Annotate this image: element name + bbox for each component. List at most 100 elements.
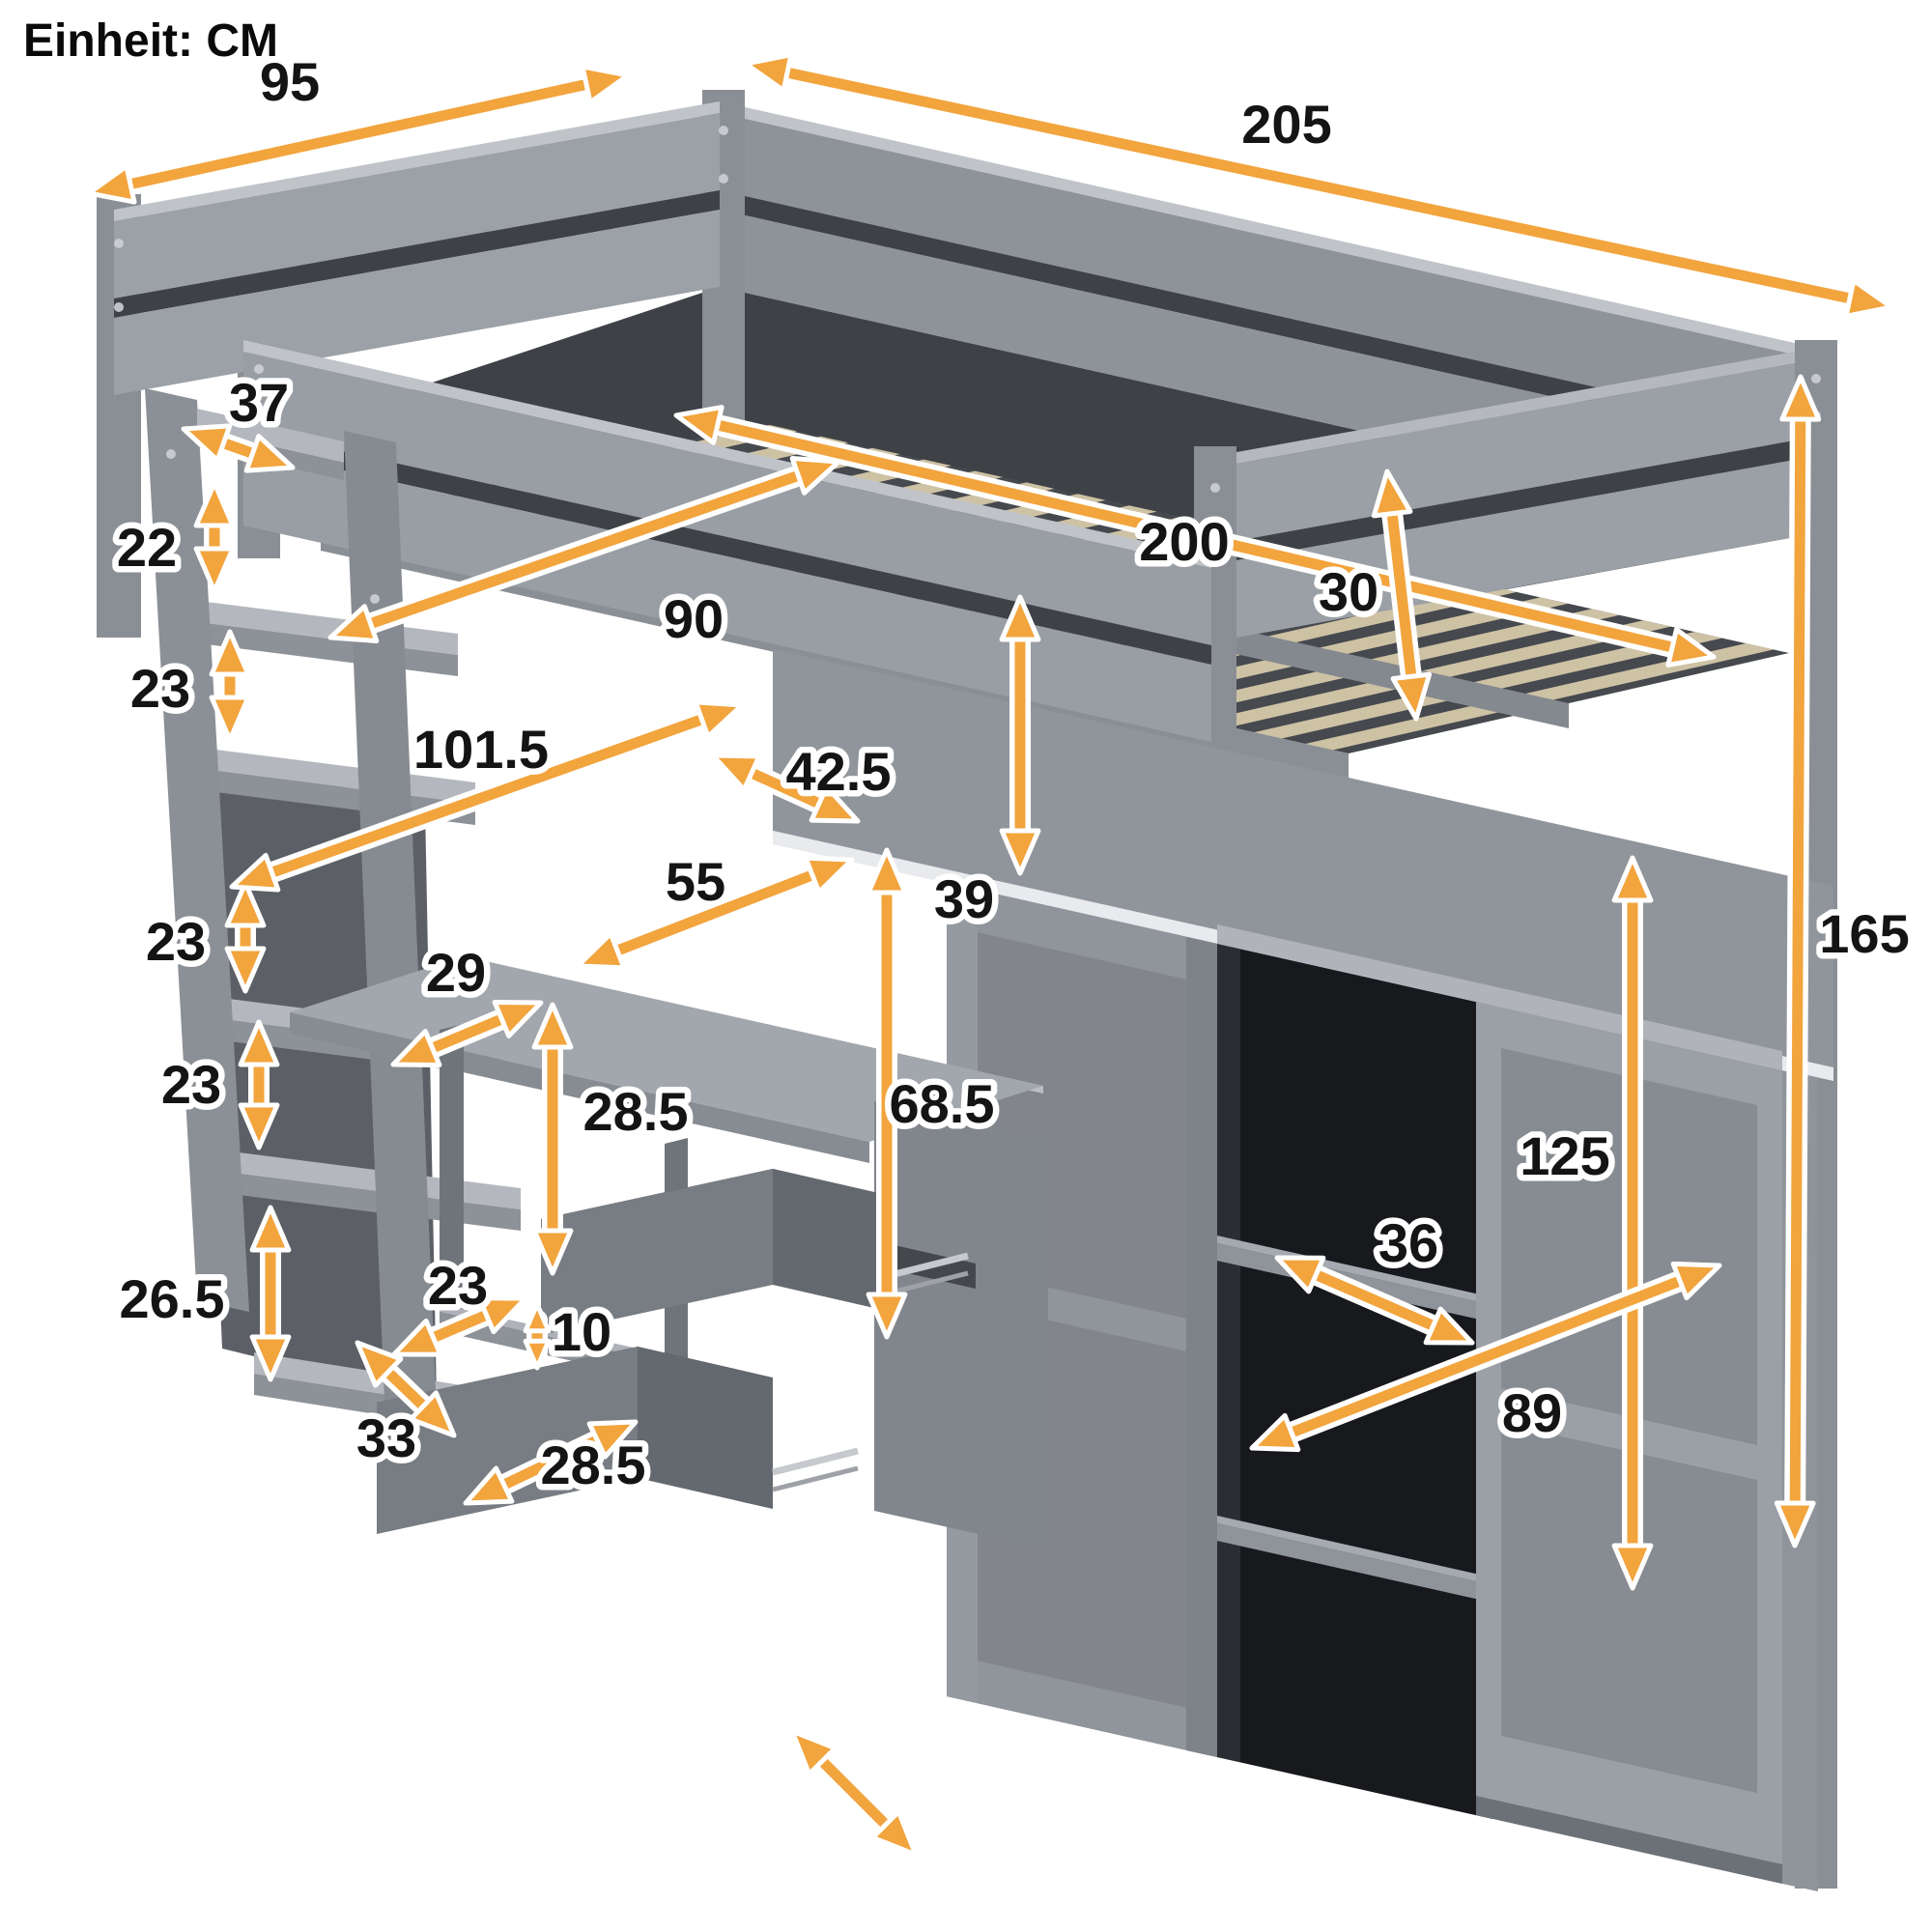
drawer-front [377, 1347, 638, 1534]
dimension-arrow-d10 [523, 1301, 552, 1371]
dim-label-10: 10 [552, 1301, 611, 1362]
rail-plank [1215, 456, 1816, 641]
dimension-arrow-d39 [999, 594, 1041, 876]
arrow-part [238, 1019, 280, 1067]
arrow-part [1274, 1255, 1326, 1294]
arrow-part [575, 930, 627, 971]
rail-top-edge [243, 340, 1211, 568]
arrow-part [693, 699, 745, 740]
rail-gap [114, 190, 720, 318]
arrow-part [1670, 1261, 1722, 1301]
dim-label-23-drawer: 23 [428, 1255, 488, 1316]
arrow-part [586, 1419, 639, 1460]
dimension-arrow-d23-shelf-1 [209, 629, 251, 743]
drawer-slide-rail [772, 1465, 859, 1492]
rail-plank [114, 113, 720, 298]
dim-label-89: 89 [1502, 1382, 1562, 1443]
arrow-part [486, 1428, 615, 1497]
door-panel-lower [1501, 1423, 1757, 1793]
arrow-part [999, 594, 1041, 642]
arrow-part [1298, 1263, 1451, 1338]
drawer-upper [541, 1169, 969, 1335]
dim-label-22: 22 [117, 517, 177, 578]
dimension-arrow-d30 [1371, 469, 1433, 722]
dimension-arrow-d89 [1249, 1261, 1722, 1453]
dim-label-23-shelf-3: 23 [161, 1054, 221, 1115]
arrow-part [238, 1102, 280, 1151]
dim-label-42-5: 42.5 [786, 741, 892, 802]
dimension-arrow-d23-shelf-3 [238, 1019, 280, 1151]
desk-top [290, 956, 1043, 1142]
arrow-part [1390, 671, 1433, 722]
dim-label-90: 90 [664, 588, 724, 649]
arrow-part [806, 1745, 902, 1841]
arrow-part [1423, 1306, 1475, 1346]
arrow-part [1384, 496, 1419, 695]
screw [166, 449, 176, 459]
dimension-arrow-d125 [1611, 855, 1654, 1591]
wardrobe-stile [1186, 937, 1217, 1757]
dim-label-165: 165 [1819, 903, 1909, 964]
dimension-arrows [86, 52, 1894, 1858]
fascia-board [773, 649, 1833, 1067]
dimension-arrow-d68-5 [866, 847, 908, 1340]
arrow-part [249, 1205, 292, 1253]
rail-top-edge [1215, 348, 1816, 468]
arrow-part [1779, 374, 1822, 422]
arrow-part [789, 1728, 838, 1776]
drawer-front [541, 1169, 773, 1335]
dimension-arrow-d95 [86, 64, 631, 205]
arrow-part [492, 1000, 544, 1038]
foot-end-rail [1215, 348, 1816, 641]
dimension-arrow-d37 [181, 423, 296, 473]
drawer-side [773, 1169, 891, 1312]
unit-note-label: Einheit: CM [23, 15, 278, 67]
rail-gap [1215, 437, 1816, 564]
dim-label-29: 29 [426, 942, 486, 1003]
wardrobe-opening [1217, 944, 1492, 1819]
rail-top-edge [114, 101, 720, 221]
dim-label-101-5: 101.5 [413, 719, 549, 780]
drawer-slide-rail [772, 1447, 859, 1476]
dimension-arrow-d165 [1774, 374, 1822, 1548]
arrow-part [523, 1338, 552, 1371]
arrow-part [531, 1228, 574, 1276]
ladder-rail-left [145, 388, 249, 1312]
dim-label-205: 205 [1241, 94, 1331, 155]
dim-label-37: 37 [229, 372, 289, 433]
arrow-part [390, 1029, 442, 1067]
dim-label-28-5-drawer: 28.5 [541, 1435, 646, 1495]
screw [719, 126, 728, 135]
dimension-arrow-d23-shelf-2 [224, 880, 267, 994]
dim-label-23-shelf-2: 23 [146, 911, 206, 972]
arrow-part [710, 753, 762, 792]
arrow-part [112, 75, 605, 193]
wardrobe-shelf-top [1217, 1516, 1492, 1585]
wardrobe-rail-top [947, 883, 1217, 986]
dimension-labels: Einheit: CM 95 205 37 22 23 23 23 26.5 1… [23, 15, 1916, 1502]
dimension-arrow-d26-5 [249, 1205, 292, 1382]
arrow-part [327, 604, 380, 643]
rail-gap [243, 429, 1211, 665]
dim-label-36: 36 [1378, 1212, 1438, 1273]
arrow-part [1611, 1543, 1654, 1591]
drawer-side [638, 1347, 773, 1509]
arrow-part [249, 1334, 292, 1382]
drawer-lower [377, 1347, 859, 1534]
arrow-part [803, 855, 855, 895]
arrow-part [789, 456, 841, 496]
arrow-part [224, 880, 267, 928]
arrow-part [243, 433, 296, 473]
screw [114, 302, 124, 312]
rail-plank [720, 113, 1816, 437]
ladder-rail-right [344, 431, 437, 1412]
arrow-part [355, 1340, 404, 1388]
arrow-part [408, 1390, 457, 1438]
arrow-part [463, 1465, 515, 1506]
arrow-part [673, 405, 724, 445]
arrow-part [391, 1318, 443, 1357]
arrow-part [229, 852, 281, 893]
dimension-arrow-d28-5-drawer [463, 1419, 639, 1506]
